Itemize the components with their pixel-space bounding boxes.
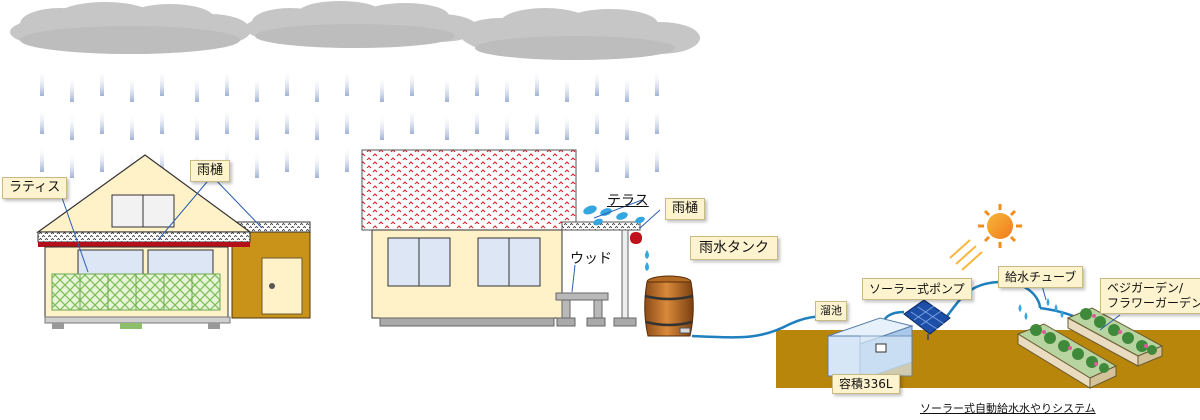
label-garden: ベジガーデン/ フラワーガーデン bbox=[1100, 278, 1200, 314]
rain-streak bbox=[380, 114, 384, 140]
rain-streak bbox=[315, 114, 319, 140]
label-solar-pump: ソーラー式ポンプ bbox=[862, 278, 972, 300]
rain-streak bbox=[535, 108, 539, 134]
rain-streak bbox=[565, 76, 569, 102]
rain-streak bbox=[345, 70, 349, 96]
rain-streak bbox=[315, 76, 319, 102]
right-house bbox=[361, 149, 642, 327]
rain-streak bbox=[565, 114, 569, 140]
rain-streak bbox=[315, 152, 319, 178]
rain-barrel bbox=[644, 275, 694, 337]
rain-streak bbox=[40, 70, 44, 96]
label-pond: 溜池 bbox=[815, 301, 847, 321]
label-terrace: テラス bbox=[607, 193, 649, 209]
rain-streak bbox=[130, 76, 134, 102]
rain-streak bbox=[40, 108, 44, 134]
rain-streak bbox=[285, 146, 289, 172]
rain-streak bbox=[285, 70, 289, 96]
rain-streak bbox=[255, 114, 259, 140]
rain-streak bbox=[195, 114, 199, 140]
rain-streak bbox=[410, 70, 414, 96]
label-gutter-terrace: 雨樋 bbox=[665, 198, 706, 220]
rain-streak bbox=[380, 76, 384, 102]
rain-streak bbox=[595, 108, 599, 134]
cloud-left bbox=[10, 2, 250, 54]
rain-streak bbox=[445, 114, 449, 140]
label-garden-line1: ベジガーデン/ bbox=[1107, 281, 1184, 295]
rain-streak bbox=[160, 146, 164, 172]
rain-streak bbox=[160, 70, 164, 96]
rain-streak bbox=[255, 76, 259, 102]
label-garden-line2: フラワーガーデン bbox=[1107, 296, 1200, 310]
sun-icon bbox=[949, 204, 1022, 271]
rain-streak bbox=[195, 76, 199, 102]
rain-streak bbox=[625, 152, 629, 178]
callout-leaders bbox=[59, 175, 1121, 331]
rain-streak bbox=[70, 76, 74, 102]
caption: ソーラー式自動給水水やりシステム bbox=[920, 402, 1096, 415]
water-drops-terrace bbox=[583, 205, 645, 226]
rain-streak bbox=[505, 76, 509, 102]
rain-streak bbox=[70, 114, 74, 140]
rain-streak bbox=[100, 70, 104, 96]
water-spray bbox=[1018, 298, 1064, 320]
water-tank bbox=[826, 317, 914, 381]
garden-bed-right bbox=[1066, 307, 1164, 367]
rain-streak bbox=[225, 146, 229, 172]
rain-streak bbox=[410, 108, 414, 134]
rain-streak bbox=[100, 108, 104, 134]
label-rain-tank: 雨水タンク bbox=[690, 236, 778, 260]
rain-streak bbox=[505, 114, 509, 140]
label-lattice: ラティス bbox=[2, 177, 68, 199]
rain-streak bbox=[225, 108, 229, 134]
left-house bbox=[36, 154, 311, 329]
rain-streak bbox=[255, 152, 259, 178]
rain-streak bbox=[625, 114, 629, 140]
rain-streak bbox=[445, 76, 449, 102]
rain-streak bbox=[285, 108, 289, 134]
rain-streak bbox=[70, 152, 74, 178]
label-supply-tube: 給水チューブ bbox=[998, 266, 1084, 288]
rain-streak bbox=[160, 108, 164, 134]
rain-streak bbox=[345, 108, 349, 134]
solar-panel bbox=[903, 299, 951, 340]
cloud-middle bbox=[245, 1, 478, 48]
rain-streak bbox=[345, 146, 349, 172]
rain-streak bbox=[225, 70, 229, 96]
water-drops-falling bbox=[645, 250, 649, 271]
rain-streak bbox=[535, 70, 539, 96]
rain-streak bbox=[100, 146, 104, 172]
rain-streak bbox=[475, 70, 479, 96]
rain-streak bbox=[595, 70, 599, 96]
rain-streak bbox=[625, 76, 629, 102]
rain-streak bbox=[655, 70, 659, 96]
label-capacity: 容積336L bbox=[832, 374, 900, 394]
rain-streak bbox=[475, 108, 479, 134]
label-gutter-house: 雨樋 bbox=[190, 160, 231, 182]
rain-streak bbox=[655, 146, 659, 172]
rain-streak bbox=[40, 146, 44, 172]
garden-bed-left bbox=[1016, 323, 1118, 389]
cloud-right bbox=[460, 8, 700, 60]
rain-streak bbox=[655, 108, 659, 134]
rain-streak bbox=[130, 114, 134, 140]
label-wood: ウッド bbox=[570, 251, 612, 267]
rain-streak bbox=[595, 146, 599, 172]
